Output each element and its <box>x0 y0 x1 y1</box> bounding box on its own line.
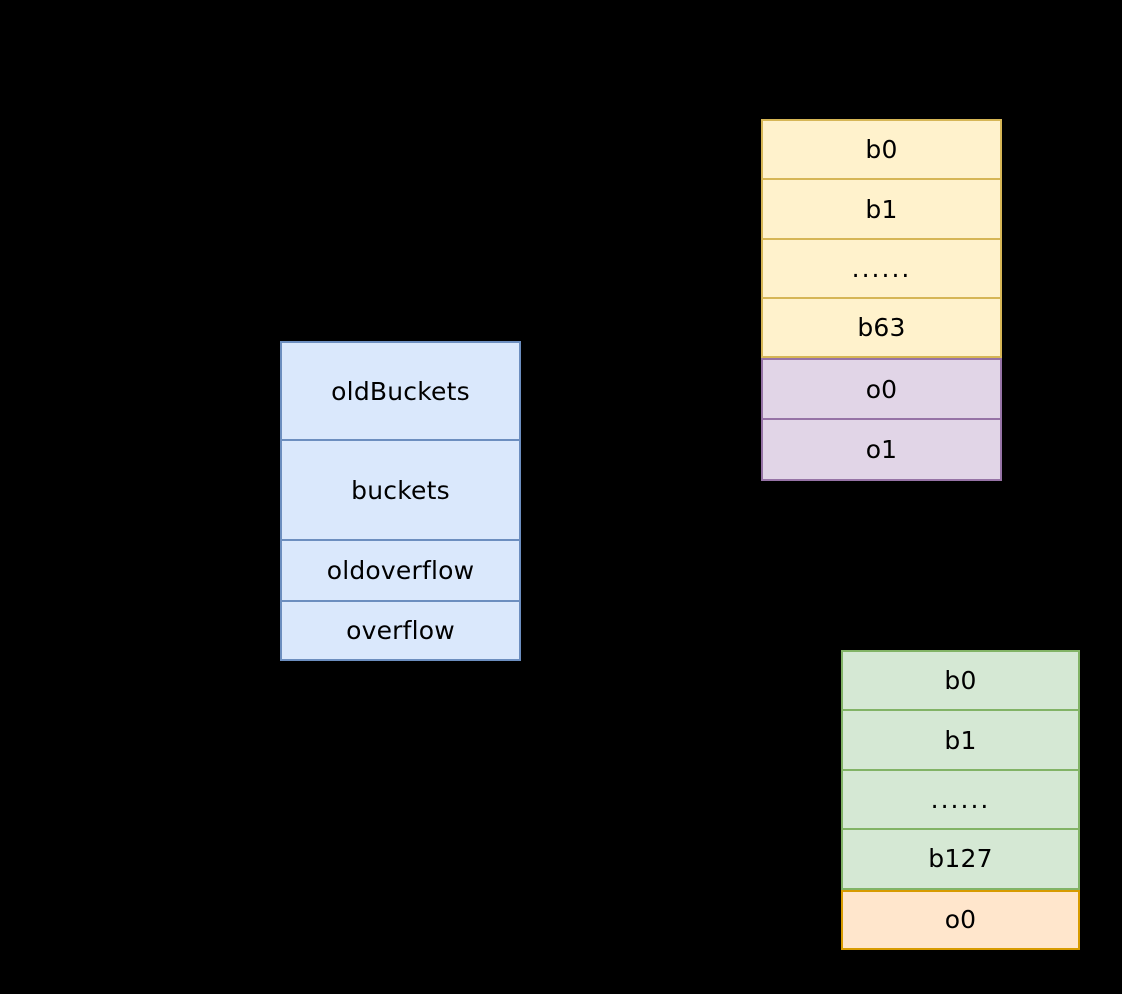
old-bucket-cell-b63[interactable]: b63 <box>763 299 1000 359</box>
new-bucket-cell-b1[interactable]: b1 <box>843 711 1078 771</box>
struct-field-label: oldBuckets <box>331 376 470 406</box>
cell-label: b127 <box>928 844 993 874</box>
cell-label: o0 <box>865 374 898 404</box>
ellipsis-label: ...... <box>930 784 991 814</box>
old-overflow-cell-o1[interactable]: o1 <box>761 419 1002 482</box>
struct-field-label: oldoverflow <box>326 556 475 585</box>
struct-field-buckets[interactable]: buckets <box>282 441 519 541</box>
struct-field-label: overflow <box>346 616 455 645</box>
cell-label: o1 <box>865 434 898 464</box>
ellipsis-label: ...... <box>851 253 912 283</box>
cell-label: b0 <box>865 135 898 165</box>
struct-field-oldbuckets[interactable]: oldBuckets <box>282 343 519 441</box>
old-bucket-array: b0 b1 ...... b63 o0 o1 <box>761 119 1002 482</box>
new-bucket-cell-b0[interactable]: b0 <box>843 652 1078 712</box>
cell-label: b1 <box>944 725 977 755</box>
cell-label: o0 <box>944 905 977 935</box>
struct-field-label: buckets <box>351 475 450 505</box>
cell-label: b63 <box>857 313 906 343</box>
cell-label: b1 <box>865 194 898 224</box>
old-bucket-cell-ellipsis: ...... <box>763 239 1000 300</box>
old-overflow-cell-o0[interactable]: o0 <box>761 358 1002 420</box>
struct-field-overflow[interactable]: overflow <box>282 602 519 659</box>
new-bucket-array: b0 b1 ...... b127 o0 <box>841 650 1080 950</box>
struct-field-oldoverflow[interactable]: oldoverflow <box>282 541 519 602</box>
new-bucket-cell-ellipsis: ...... <box>843 770 1078 831</box>
cell-label: b0 <box>944 666 977 696</box>
new-bucket-cell-b127[interactable]: b127 <box>843 830 1078 890</box>
old-bucket-cell-b0[interactable]: b0 <box>763 121 1000 181</box>
old-bucket-cell-b1[interactable]: b1 <box>763 180 1000 240</box>
hmap-struct-fields-box: oldBuckets buckets oldoverflow overflow <box>280 341 521 661</box>
new-overflow-cell-o0[interactable]: o0 <box>841 889 1080 950</box>
